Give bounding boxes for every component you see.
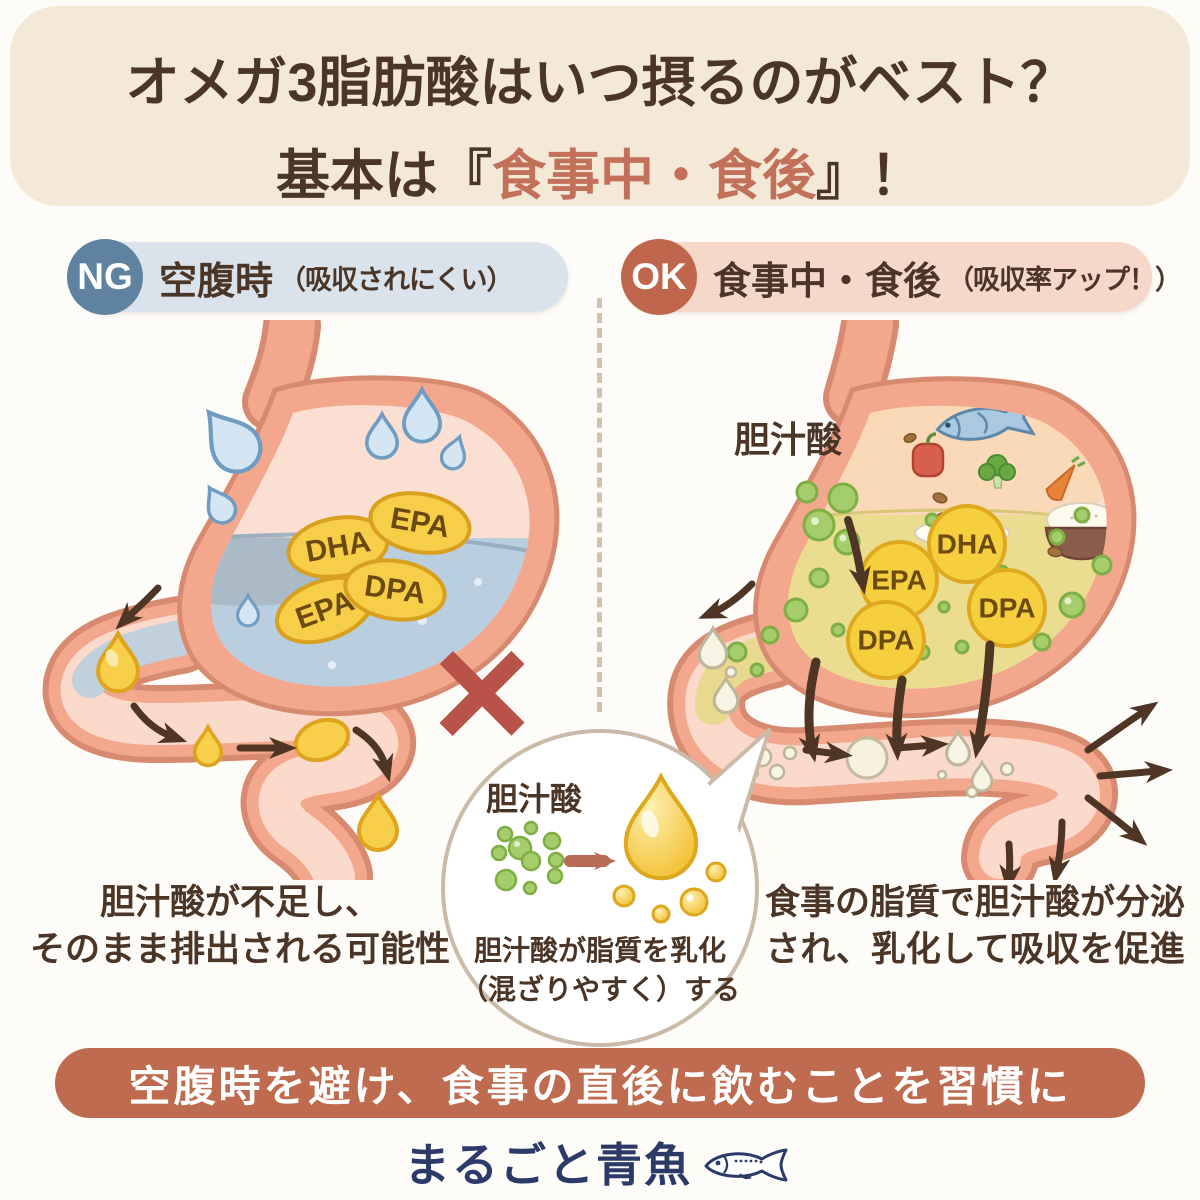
- ok-caption: 食事の脂質で胆汁酸が分泌 され、乳化して吸収を促進: [760, 880, 1190, 974]
- capsule-dha: DHA: [927, 504, 1007, 584]
- ok-flow-arrows: [698, 580, 1173, 880]
- absorption-arrow: [1084, 794, 1148, 846]
- emulsified-drops: [697, 624, 1015, 799]
- ng-capsules: DHA EPA EPA DPA: [274, 491, 472, 645]
- capsule-epa-label: EPA: [871, 565, 927, 596]
- capsule-dpa1-label: DPA: [978, 593, 1035, 624]
- absorption-arrow: [1096, 761, 1173, 784]
- ok-heading-note: （吸収率アップ！）: [947, 264, 1182, 295]
- flow-arrow: [115, 584, 162, 630]
- droplet-icon: [439, 433, 466, 471]
- flow-arrow: [885, 675, 908, 761]
- page-title-line1: オメガ3脂肪酸はいつ摂るのがベスト？: [125, 53, 1075, 113]
- ng-caption: 胆汁酸が不足し、 そのまま排出される可能性: [15, 880, 465, 974]
- title-bracket-close: 』: [816, 146, 870, 206]
- capsule-dpa-1: DPA: [967, 568, 1047, 648]
- fish-food-icon: [935, 405, 1036, 441]
- flow-arrow: [798, 657, 821, 763]
- page-title-line2: 基本は『食事中・食後』！: [10, 117, 1190, 210]
- conclusion-text: 空腹時を避け、食事の直後に飲むことを習慣に: [128, 1062, 1072, 1110]
- flow-arrow: [893, 735, 949, 758]
- brand-name: まるごと青魚: [404, 1139, 692, 1191]
- pepper-food-icon: [911, 432, 945, 478]
- droplet-icon: [206, 484, 238, 525]
- conclusion-banner: 空腹時を避け、食事の直後に飲むことを習慣に: [55, 1048, 1145, 1118]
- droplet-icon: [205, 408, 263, 474]
- droplet-icon: [364, 409, 400, 460]
- title-band: オメガ3脂肪酸はいつ摂るのがベスト？ 基本は『食事中・食後』！: [10, 6, 1190, 206]
- ok-caption-line2: され、乳化して吸収を促進: [765, 929, 1185, 969]
- fish-icon: [704, 1148, 788, 1182]
- capsule-dha-label: DHA: [937, 529, 998, 560]
- ng-badge: NG: [67, 239, 143, 315]
- bubble-caption-line1: 胆汁酸が脂質を乳化: [474, 934, 726, 966]
- capsule-dpa: DPA: [343, 558, 447, 622]
- ng-caption-line1: 胆汁酸が不足し、: [99, 883, 380, 922]
- capsule-dpa-2: DPA: [846, 600, 926, 680]
- absorption-arrow: [1084, 701, 1159, 754]
- bubble-bile-dots: [490, 820, 565, 896]
- flow-arrow: [969, 640, 995, 759]
- title-bang: ！: [870, 146, 924, 206]
- ok-stomach-illustration: DHA EPA DPA DPA 胆汁酸: [667, 320, 1173, 880]
- flow-arrow: [698, 580, 756, 619]
- bubble-bile-label: 胆汁酸: [486, 781, 583, 817]
- flow-arrow: [130, 702, 188, 743]
- flow-arrow: [352, 726, 394, 783]
- oil-drop-icon: [356, 790, 400, 852]
- flow-arrow: [802, 741, 853, 764]
- bile-dots: [795, 480, 859, 542]
- broccoli-food-icon: [978, 454, 1016, 489]
- bubble-caption-line2: （混ざりやすく）する: [460, 973, 740, 1005]
- bile-entry-arrow: [844, 516, 871, 595]
- emulsion-drop-icon: [712, 674, 740, 714]
- capsule-epa-1: EPA: [368, 491, 472, 555]
- bile-explainer-bubble: 胆汁酸 胆汁酸が脂質を乳化 （混ざりやすく）する: [441, 728, 771, 1047]
- capsule-dha: DHA: [286, 515, 390, 579]
- title-highlight: 食事中・食後: [492, 146, 816, 206]
- ok-capsules: DHA EPA DPA DPA: [846, 504, 1047, 680]
- bile-acid-label: 胆汁酸: [734, 419, 842, 460]
- emulsion-drop-icon: [945, 728, 971, 767]
- ng-heading-label: 空腹時: [159, 260, 274, 303]
- water-droplets: [205, 385, 466, 628]
- ok-heading-pill: OK 食事中・食後 （吸収率アップ！）: [621, 239, 1182, 315]
- ok-badge: OK: [621, 239, 697, 315]
- absorption-arrow: [1048, 818, 1071, 880]
- oil-drops-escaping: [96, 629, 400, 852]
- bile-acid-callout: 胆汁酸: [734, 419, 871, 595]
- title-bracket-open: 『: [438, 146, 492, 206]
- oil-bubbles: [612, 861, 727, 924]
- ng-flow-arrows: [115, 584, 394, 783]
- absorption-arrow: [999, 840, 1022, 880]
- emulsion-drop-icon: [970, 759, 994, 793]
- ng-caption-line2: そのまま排出される可能性: [29, 929, 450, 969]
- oil-drop-large: [623, 771, 699, 881]
- carrot-food-icon: [1045, 455, 1086, 501]
- ok-intestine: [667, 611, 1118, 880]
- ok-caption-line1: 食事の脂質で胆汁酸が分泌: [764, 883, 1185, 922]
- panel-divider: [597, 298, 602, 712]
- ng-intestine: [42, 596, 416, 880]
- capsule-dpa2-label: DPA: [857, 625, 914, 656]
- ng-stomach-illustration: DHA EPA EPA DPA: [42, 320, 560, 880]
- ng-heading-note: （吸収されにくい）: [279, 264, 513, 295]
- ng-heading-pill: NG 空腹時 （吸収されにくい）: [67, 239, 568, 315]
- emulsion-drop-icon: [697, 624, 729, 670]
- droplet-icon: [236, 592, 260, 628]
- footer: まるごと青魚: [0, 1130, 1200, 1194]
- ok-heading-label: 食事中・食後: [713, 260, 942, 303]
- capsule-epa: EPA: [859, 540, 939, 620]
- title-prefix: 基本は: [276, 146, 438, 206]
- droplet-icon: [402, 385, 442, 444]
- oil-drop-icon: [192, 723, 224, 768]
